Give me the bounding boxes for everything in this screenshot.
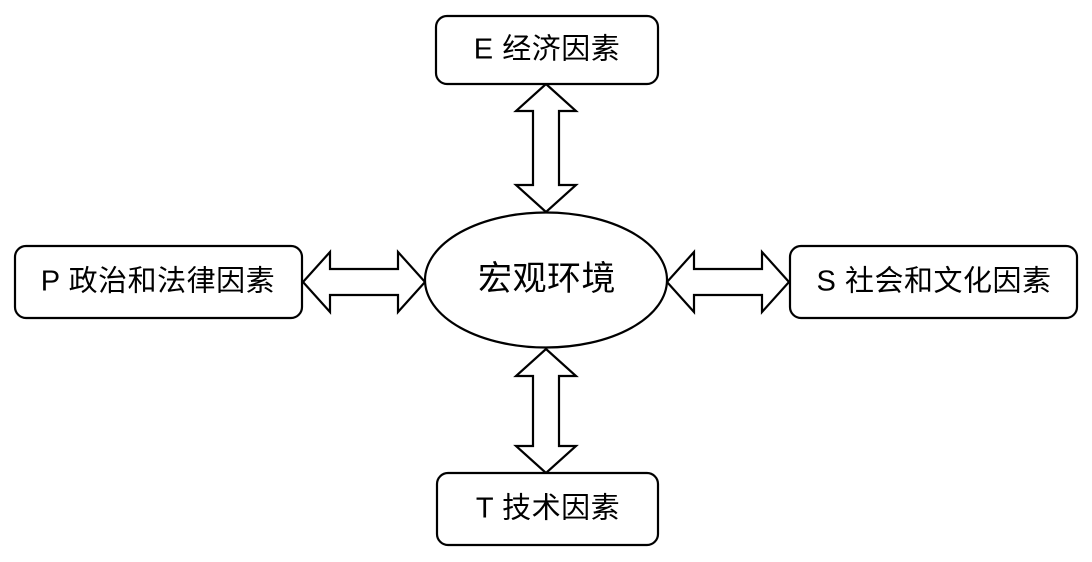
node-social-cultural-box[interactable]: [788, 244, 1079, 320]
node-social-cultural-label: S 社会和文化因素: [817, 265, 1052, 298]
double-headed-arrow-icon: [513, 347, 579, 475]
connector-bottom: [513, 347, 579, 475]
node-political-legal[interactable]: P 政治和法律因素: [13, 244, 304, 320]
node-technological[interactable]: T 技术因素: [435, 471, 660, 547]
node-political-legal-box[interactable]: [13, 244, 304, 320]
node-technological-label: T 技术因素: [476, 492, 620, 525]
node-economic-box[interactable]: [434, 14, 660, 86]
node-economic[interactable]: E 经济因素: [434, 14, 660, 86]
connector-top: [513, 82, 579, 214]
double-headed-arrow-icon: [301, 249, 427, 315]
connector-right: [665, 249, 791, 315]
connector-left: [301, 249, 427, 315]
node-macro-environment-ellipse[interactable]: [423, 211, 669, 349]
node-macro-environment[interactable]: 宏观环境: [423, 211, 669, 349]
node-political-legal-label: P 政治和法律因素: [41, 265, 275, 298]
node-economic-label: E 经济因素: [474, 33, 620, 66]
double-headed-arrow-icon: [665, 249, 791, 315]
node-technological-box[interactable]: [435, 471, 660, 547]
double-headed-arrow-icon: [513, 82, 579, 214]
node-macro-environment-label: 宏观环境: [478, 260, 616, 298]
node-social-cultural[interactable]: S 社会和文化因素: [788, 244, 1079, 320]
